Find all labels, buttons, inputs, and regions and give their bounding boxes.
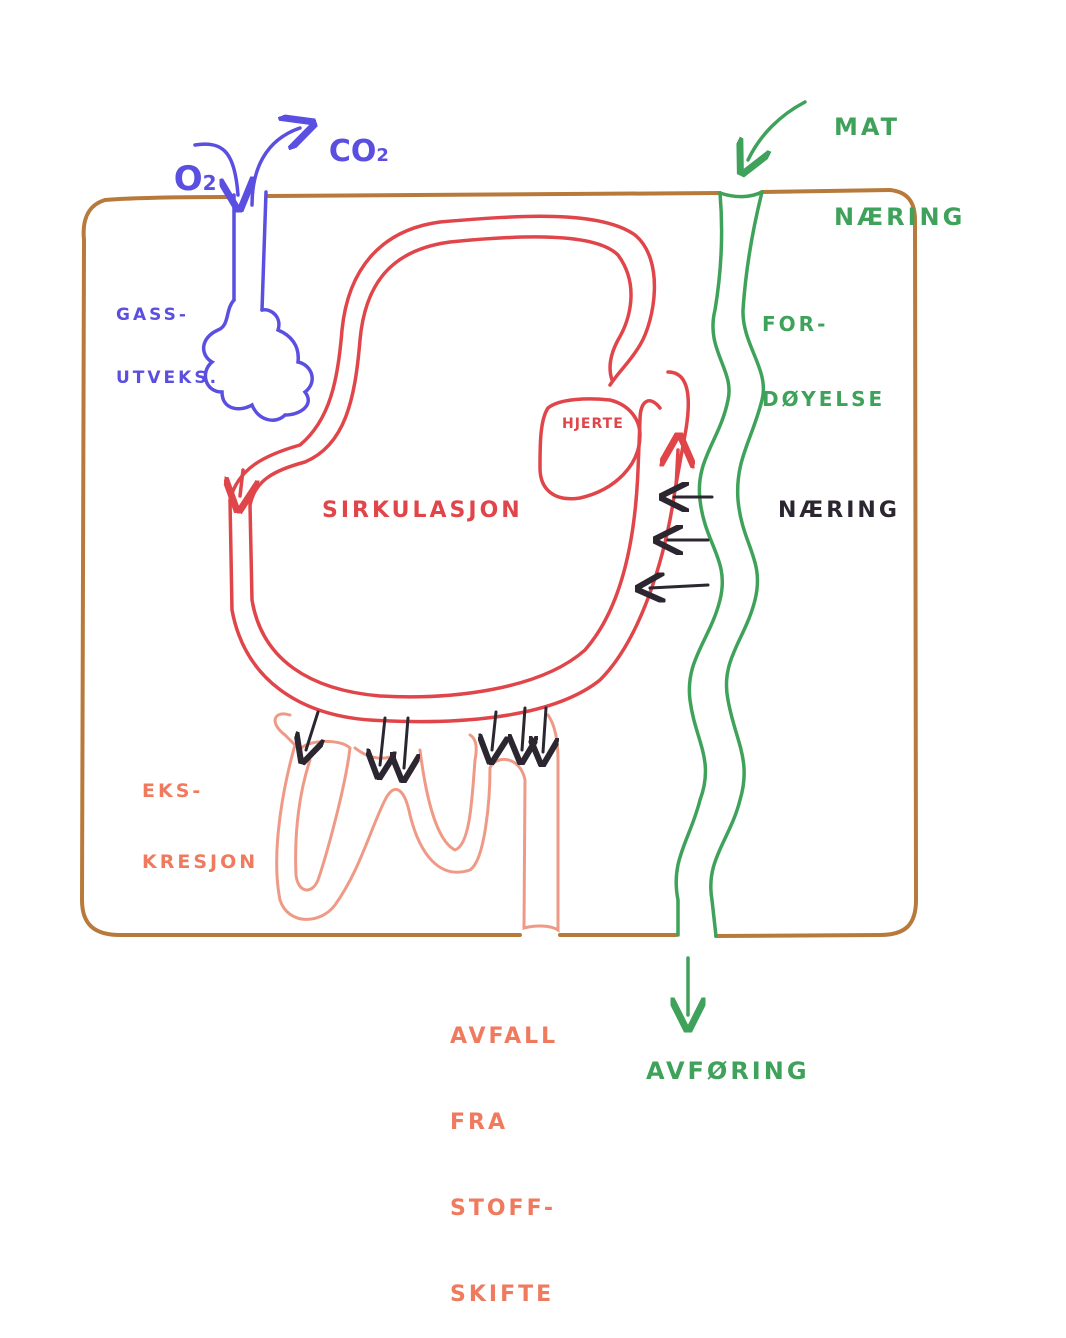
nutrient-arrows bbox=[650, 497, 714, 588]
gas-exchange-label: GASS- UTVEKS. bbox=[116, 304, 220, 389]
gut-entry-cap bbox=[718, 190, 764, 199]
body-outline bbox=[79, 187, 919, 938]
flow-arrow-left bbox=[240, 468, 243, 496]
excretion-arrow-1 bbox=[306, 710, 318, 750]
excretion-arrow-2 bbox=[380, 716, 385, 765]
heart-label: HJERTE bbox=[562, 416, 624, 432]
co2-label: CO2 bbox=[328, 133, 389, 169]
excretion-organ bbox=[273, 712, 560, 933]
kidney-tubule-outer bbox=[273, 712, 560, 933]
circulation-label: SIRKULASJON bbox=[322, 498, 523, 523]
excretion-arrow-5 bbox=[522, 706, 525, 750]
food-label: MAT NÆRING bbox=[834, 113, 966, 231]
circulation-loop bbox=[228, 214, 690, 724]
food-arrow bbox=[748, 100, 807, 160]
digestive-tract bbox=[674, 100, 807, 1015]
vessel-outer bbox=[228, 214, 690, 724]
co2-arrow bbox=[250, 128, 300, 207]
diagram-canvas bbox=[79, 100, 919, 1113]
excretion-arrow-4 bbox=[492, 710, 496, 750]
flow-arrow-right bbox=[676, 450, 678, 490]
gut-left-wall bbox=[674, 191, 731, 937]
heart bbox=[538, 397, 642, 501]
excretion-arrows bbox=[306, 706, 546, 768]
body-outline-top-left bbox=[79, 195, 522, 937]
lung-sac bbox=[202, 298, 314, 422]
trachea-right-wall bbox=[260, 190, 268, 312]
body-outline-top-right bbox=[714, 187, 919, 938]
defecation-label: AVFØRING bbox=[646, 1057, 810, 1085]
excretion-arrow-6 bbox=[543, 706, 546, 752]
o2-label: O2 bbox=[173, 158, 217, 199]
o2-arrow bbox=[193, 142, 238, 195]
gut-right-wall bbox=[709, 190, 766, 938]
excretion-label: EKS- KRESJON bbox=[142, 779, 259, 873]
excretion-arrow-3 bbox=[404, 716, 408, 768]
kidney-tubule-inner bbox=[294, 733, 478, 892]
waste-label: AVFALL FRA STOFF- SKIFTE bbox=[450, 1024, 559, 1307]
nutrient-arrow-3 bbox=[650, 585, 710, 588]
body-outline-top-mid bbox=[266, 191, 722, 198]
vessel-inner bbox=[248, 235, 662, 699]
digestion-label: FOR- DØYELSE bbox=[762, 312, 886, 411]
nutrition-label: NÆRING bbox=[778, 498, 900, 523]
gas-exchange-system bbox=[193, 128, 314, 422]
